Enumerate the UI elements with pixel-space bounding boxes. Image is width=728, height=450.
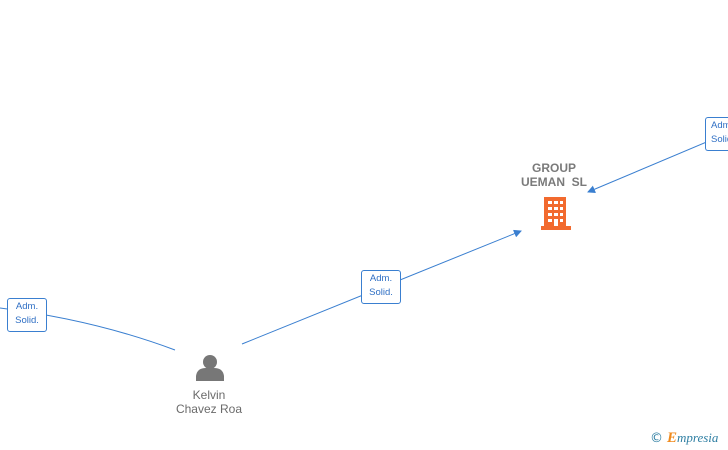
person-name-line1: Kelvin bbox=[192, 388, 226, 402]
person-icon[interactable] bbox=[196, 355, 224, 381]
brand-initial: E bbox=[667, 430, 678, 446]
edge-role-line1: Adm. bbox=[711, 120, 728, 131]
edge-role-line2: Solid. bbox=[369, 287, 393, 298]
building-icon[interactable] bbox=[541, 197, 571, 230]
person-name-label[interactable]: Kelvin Chavez Roa bbox=[160, 388, 258, 416]
company-name-line2: UEMAN SL bbox=[521, 175, 587, 189]
edge-role-line1: Adm. bbox=[369, 273, 393, 284]
edge-role-line2: Solid. bbox=[15, 315, 39, 326]
edge-role-line1: Adm. bbox=[15, 301, 39, 312]
company-name-label[interactable]: GROUP UEMAN SL bbox=[505, 161, 603, 189]
brand-name: mpresia bbox=[677, 430, 719, 445]
copyright-symbol: © bbox=[650, 431, 663, 446]
edge-line-right-company bbox=[587, 132, 728, 193]
empresia-watermark: © Empresia bbox=[650, 430, 718, 447]
edge-role-label-right[interactable]: Adm. Solid. bbox=[705, 117, 728, 151]
edge-role-label-left[interactable]: Adm. Solid. bbox=[7, 298, 47, 332]
edge-role-label-middle[interactable]: Adm. Solid. bbox=[361, 270, 401, 304]
company-name-line1: GROUP bbox=[531, 161, 576, 175]
person-name-line2: Chavez Roa bbox=[175, 402, 243, 416]
edge-role-line2: Solid. bbox=[711, 134, 728, 145]
